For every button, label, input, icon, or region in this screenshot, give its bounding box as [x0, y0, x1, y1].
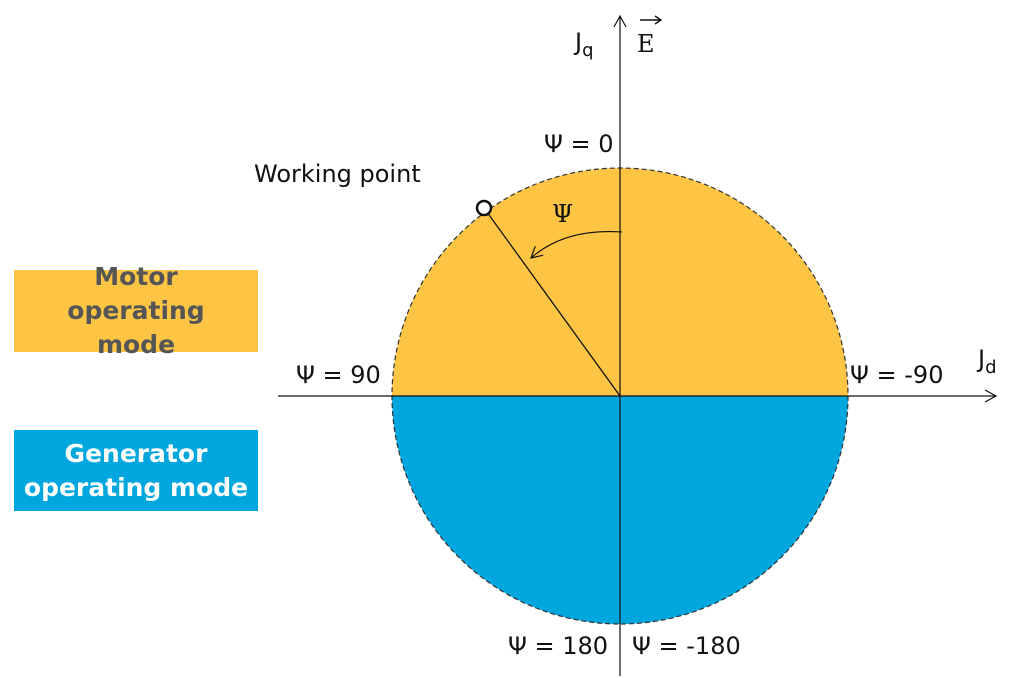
angle-arc-arrow: [530, 230, 623, 259]
generator-mode-text: Generator operating mode: [23, 438, 249, 502]
psi-minus-180-label: Ψ = -180: [632, 632, 741, 660]
psi-0-label: Ψ = 0: [544, 130, 614, 158]
e-vector-label: E: [637, 30, 655, 58]
generator-mode-legend: Generator operating mode: [14, 430, 258, 511]
d-axis-label: Jd: [976, 345, 997, 378]
psi-90-label: Ψ = 90: [296, 361, 381, 389]
vector-arrow-icon: [640, 15, 663, 25]
psi-angle-label: Ψ: [552, 200, 573, 228]
working-point-marker[interactable]: [475, 199, 493, 217]
psi-180-label: Ψ = 180: [508, 632, 608, 660]
motor-mode-legend: Motor operating mode: [14, 262, 258, 359]
working-point-label: Working point: [254, 160, 421, 188]
psi-minus-90-label: Ψ = -90: [850, 361, 943, 389]
q-axis-label: Jq: [573, 28, 594, 61]
working-point-vector: [483, 207, 621, 397]
motor-mode-text: Motor operating mode: [67, 262, 205, 359]
